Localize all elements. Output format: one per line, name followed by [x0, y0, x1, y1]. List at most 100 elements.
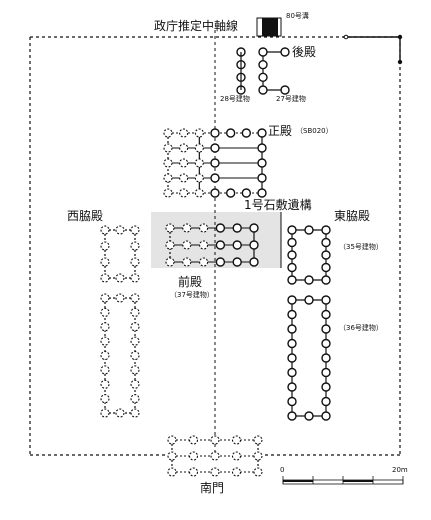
main-hall-pillar	[210, 188, 220, 198]
west-hall-south-pillar	[100, 408, 110, 418]
front-hall-pillar	[249, 257, 259, 267]
axis-title-label: 政庁推定中軸線	[154, 19, 239, 33]
west-hall-north-pillar	[100, 241, 110, 251]
west-hall-south-pillar	[100, 307, 110, 317]
south-gate-pillar	[231, 467, 242, 477]
east-hall-35-pillar	[287, 262, 297, 273]
east-hall-35-pillar	[321, 250, 331, 260]
front-hall-pillar	[215, 223, 226, 233]
front-hall-pillar	[165, 240, 175, 250]
east-hall-36-pillar	[321, 382, 331, 392]
east-hall-36-pillar	[287, 353, 297, 363]
front-hall-pillar	[182, 223, 192, 233]
main-hall-pillar	[210, 158, 220, 168]
front-hall-pillar	[165, 257, 175, 267]
building-27-pillar	[258, 59, 268, 70]
east-hall-36-pillar	[287, 309, 297, 320]
west-hall-south-pillar	[130, 394, 140, 404]
east-hall-36-pillar	[287, 338, 297, 349]
east-hall-36-pillar	[321, 295, 331, 305]
front-hall-pillar	[249, 240, 259, 250]
building-37-label: （37号建物）	[170, 291, 214, 299]
main-hall-pillar	[179, 173, 189, 183]
main-hall-pillar	[194, 143, 204, 153]
ne-drop-dot	[397, 59, 403, 65]
west-hall-north-pillar	[100, 257, 110, 267]
west-hall-north-pillar	[100, 225, 110, 235]
scale-bar-segment	[283, 480, 313, 482]
east-hall-35-pillar	[321, 237, 331, 248]
building-27-pillar	[258, 72, 268, 83]
east-hall-36-pillar	[287, 367, 297, 378]
east-hall-35-pillar	[287, 237, 297, 248]
south-gate-pillar	[231, 435, 242, 445]
south-gate-pillar	[188, 451, 199, 461]
east-hall-36-pillar	[321, 367, 331, 378]
front-hall-pillar	[199, 223, 209, 233]
east-hall-35-pillar	[321, 262, 331, 273]
main-hall-pillar	[241, 188, 252, 198]
main-hall-pillar	[179, 128, 189, 138]
main-hall-pillar	[163, 143, 173, 153]
main-hall-pillar	[225, 188, 236, 198]
east-hall-35-pillar	[321, 275, 331, 285]
scale-bar-segment	[343, 480, 373, 482]
building-27-label: 27号建物	[276, 95, 306, 103]
east-hall-35-pillar	[287, 225, 297, 235]
east-hall-36-pillar	[321, 338, 331, 349]
building-35-label: （35号建物）	[339, 243, 383, 251]
west-hall-north-pillar	[115, 273, 125, 283]
west-hall-south-pillar	[130, 322, 140, 332]
south-gate-pillar	[210, 451, 220, 461]
east-hall-36-pillar	[321, 309, 331, 320]
building-28-label: 28号建物	[220, 95, 250, 103]
south-gate-pillar	[167, 467, 177, 477]
building-27-pillar	[280, 47, 290, 57]
front-hall-pillar	[199, 240, 209, 250]
main-hall-pillar	[210, 173, 220, 183]
west-hall-north-pillar	[115, 225, 125, 235]
main-hall-pillar	[257, 158, 267, 168]
front-hall-pillar	[182, 257, 192, 267]
main-hall-pillar	[163, 128, 173, 138]
main-hall-pillar	[163, 158, 173, 168]
main-hall-pillar	[257, 143, 267, 153]
west-hall-north-pillar	[100, 273, 110, 283]
east-hall-36-pillar	[287, 295, 297, 305]
west-hall-south-pillar	[130, 365, 140, 375]
main-hall-pillar	[179, 158, 189, 168]
east-hall-36-pillar	[321, 396, 331, 407]
main-hall-pillar	[225, 128, 236, 138]
main-hall-pillar	[257, 173, 267, 183]
front-hall-pillar	[232, 223, 242, 233]
west-hall-label: 西脇殿	[67, 209, 104, 223]
east-hall-36-pillar	[321, 353, 331, 363]
south-gate-pillar	[188, 435, 199, 445]
west-hall-north-pillar	[130, 273, 140, 283]
south-gate-pillar	[210, 435, 220, 445]
scale-end-label: 20m	[392, 466, 408, 474]
front-hall-pillar	[165, 223, 175, 233]
main-hall-pillar	[163, 173, 173, 183]
sb020-label: （SB020）	[296, 127, 333, 135]
west-hall-south-pillar	[130, 336, 140, 346]
building-27-pillar	[258, 47, 268, 57]
south-gate-pillar	[167, 451, 177, 461]
main-hall-pillar	[179, 143, 189, 153]
south-gate-pillar	[210, 467, 220, 477]
west-hall-south-pillar	[100, 365, 110, 375]
east-hall-36-pillar	[304, 411, 314, 421]
pavement-area	[151, 212, 281, 268]
south-gate-pillar	[167, 435, 177, 445]
building-36-label: （36号建物）	[339, 324, 383, 332]
east-hall-label: 東脇殿	[334, 209, 371, 223]
south-gate-pillar	[253, 435, 263, 445]
south-gate-pillar	[253, 451, 263, 461]
west-hall-north-pillar	[130, 257, 140, 267]
front-hall-pillar	[215, 240, 226, 250]
front-hall-pillar	[232, 257, 242, 267]
west-hall-south-pillar	[100, 293, 110, 303]
east-hall-35-pillar	[304, 225, 314, 235]
